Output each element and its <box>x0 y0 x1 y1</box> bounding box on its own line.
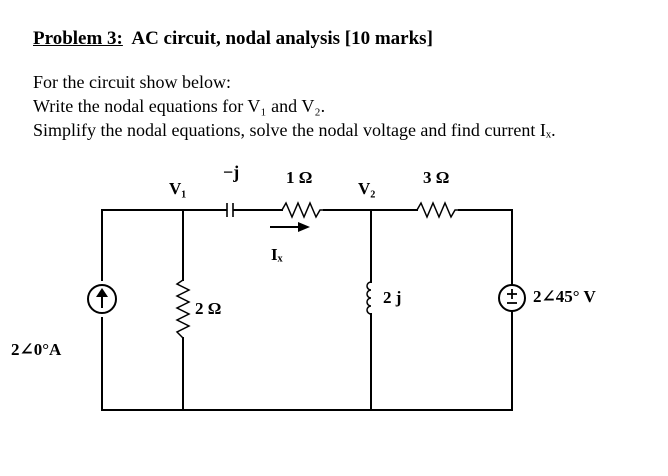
node-v1-label: V₁ <box>169 179 187 198</box>
voltage-source-icon <box>498 284 526 312</box>
instruction-line-1: Write the nodal equations for V₁ and V₂. <box>33 96 326 116</box>
resistor-1-ohm <box>281 201 324 219</box>
current-ix-label: Iₓ <box>271 245 283 264</box>
resistor-3-label: 3 Ω <box>423 168 450 187</box>
current-source-icon <box>87 284 117 314</box>
capacitor-label: −j <box>223 162 240 182</box>
inductor-symbol <box>366 281 372 315</box>
problem-heading: AC circuit, nodal analysis [10 marks] <box>131 28 433 49</box>
resistor-1-label: 1 Ω <box>286 168 313 187</box>
resistor-2-label: 2 Ω <box>195 299 222 318</box>
capacitor-symbol <box>226 203 234 217</box>
ix-arrow-icon <box>270 222 310 232</box>
resistor-2-ohm <box>175 279 191 339</box>
voltage-source-label: 2∠45° V <box>533 287 596 306</box>
problem-title: Problem 3: AC circuit, nodal analysis [1… <box>33 28 433 50</box>
resistor-3-ohm <box>416 201 459 219</box>
inductor-label: 2 j <box>383 288 402 307</box>
intro-line: For the circuit show below: <box>33 72 231 92</box>
problem-number: Problem 3: <box>33 28 123 49</box>
current-source-label: 2∠0°A <box>11 340 62 359</box>
node-v2-label: V₂ <box>358 179 376 198</box>
instruction-line-2: Simplify the nodal equations, solve the … <box>33 120 556 140</box>
